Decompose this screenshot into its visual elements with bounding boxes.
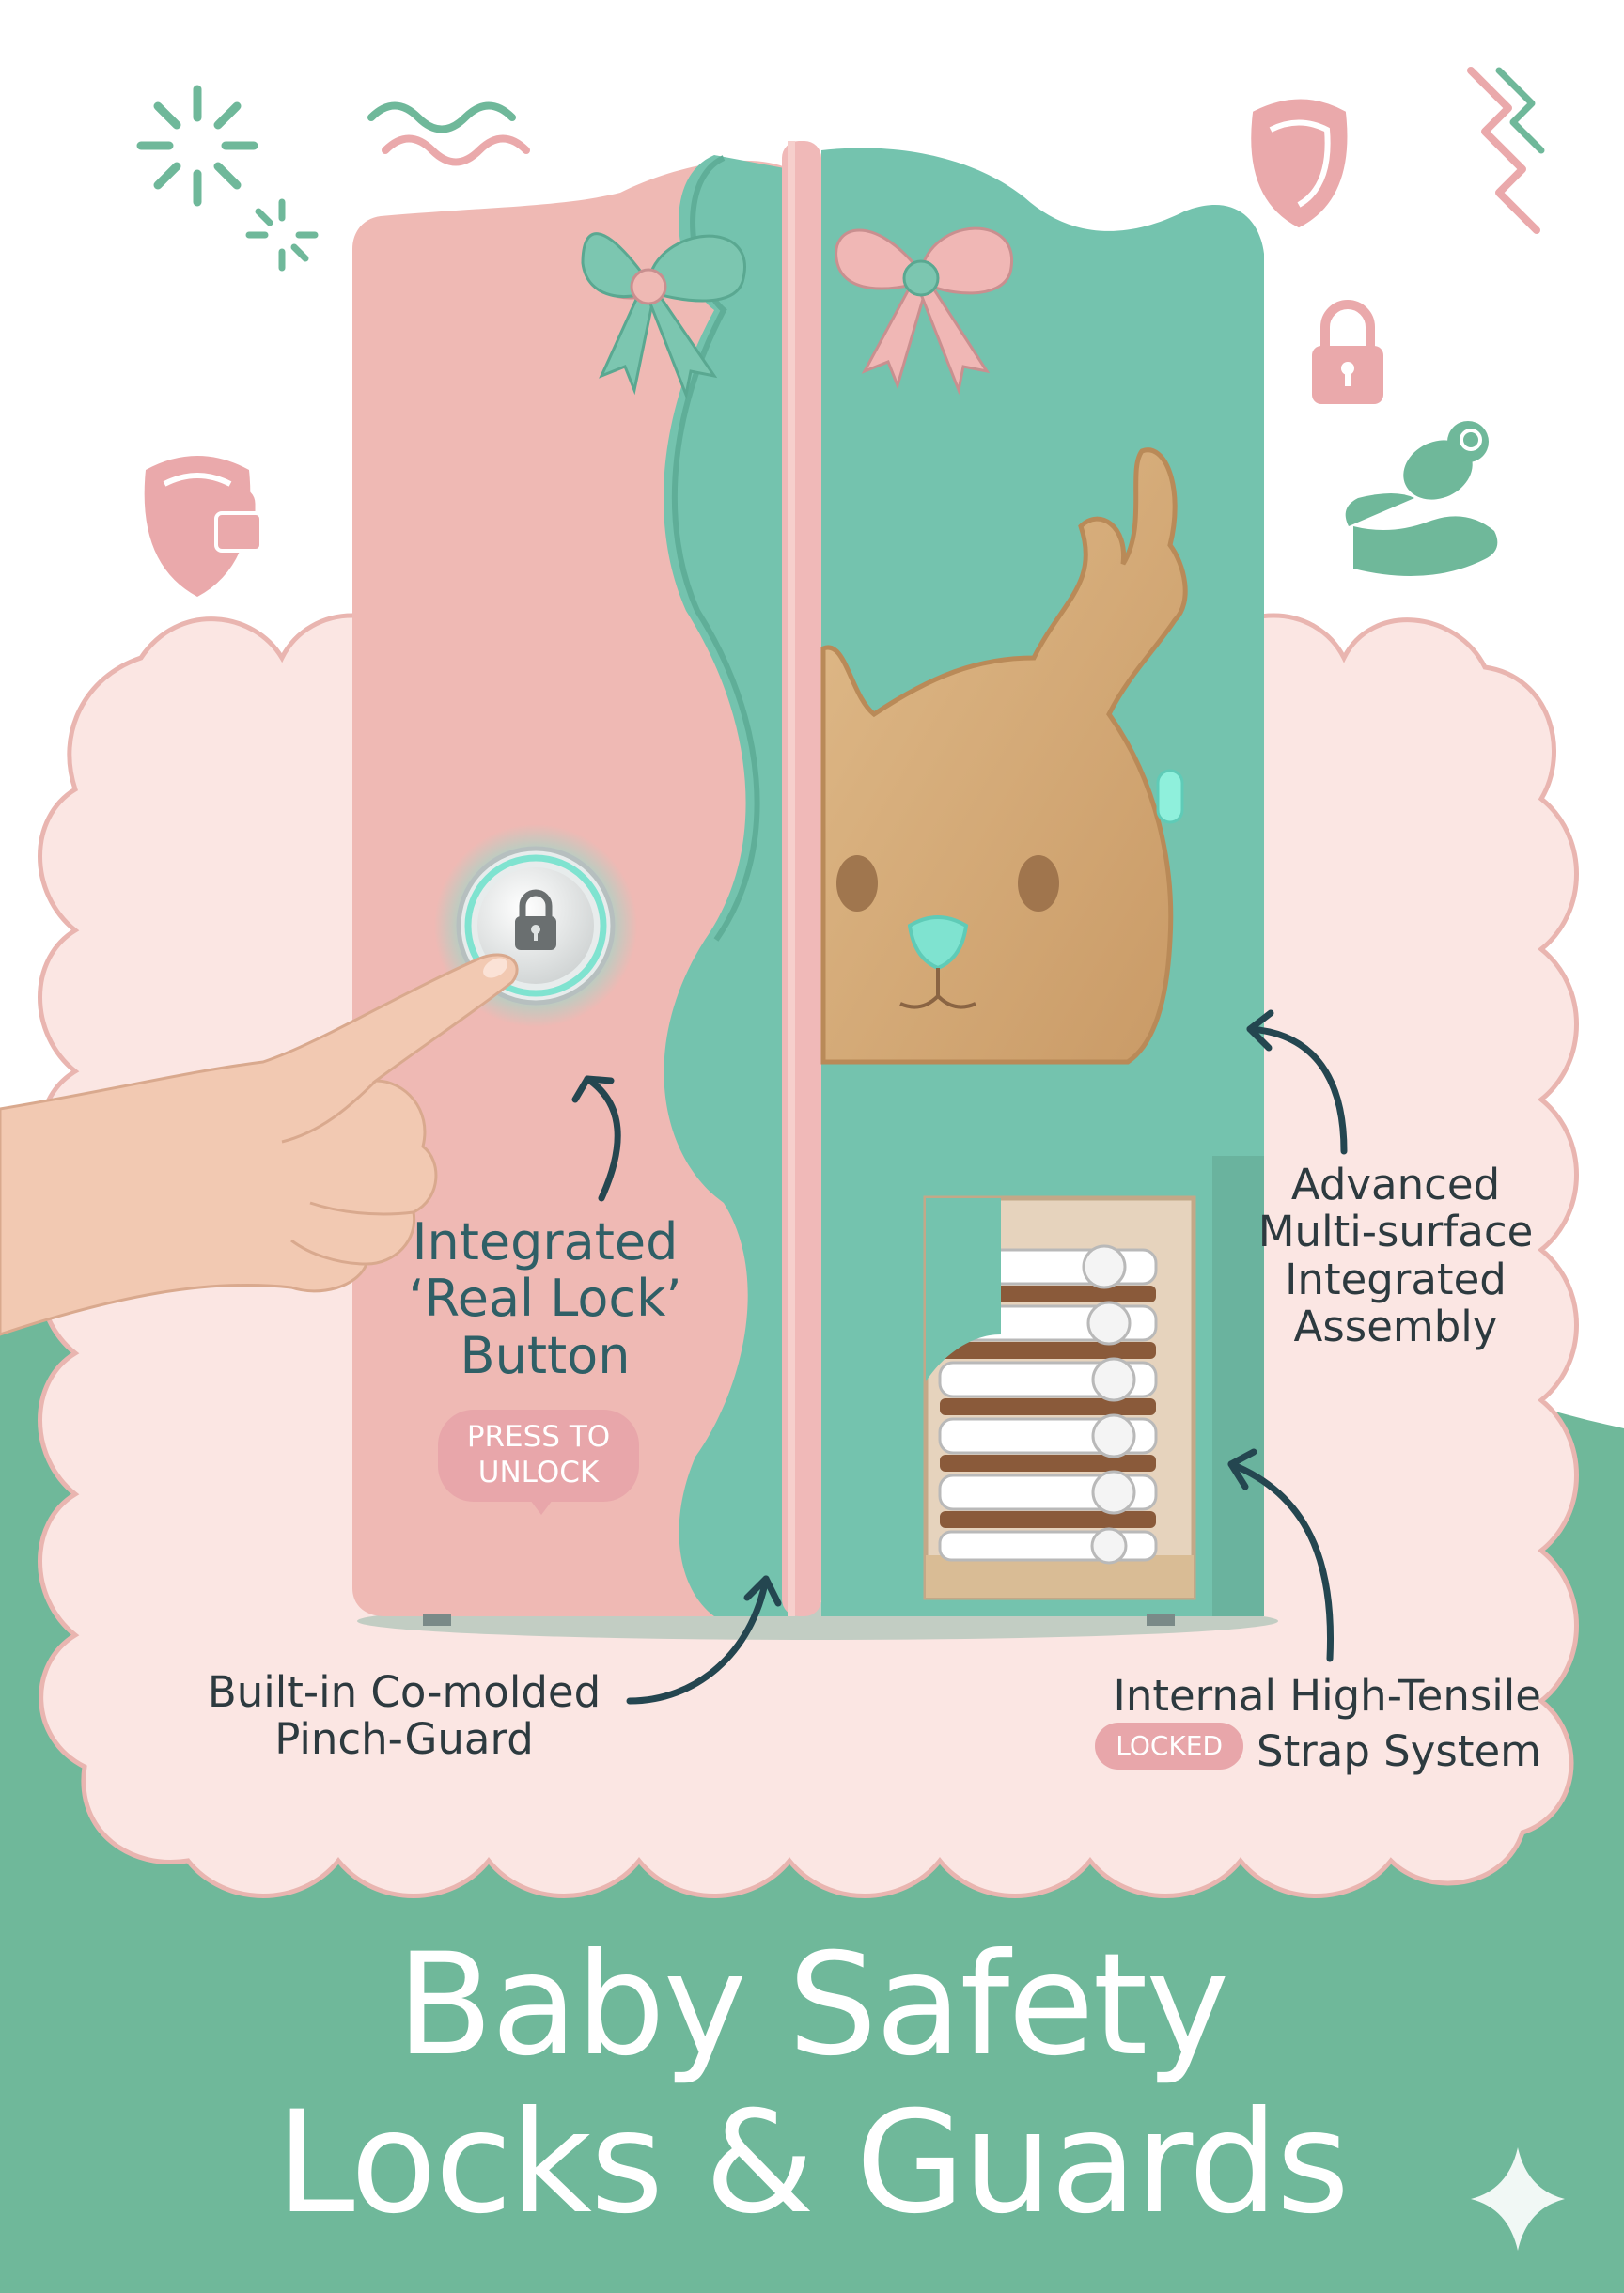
arrow-assembly (1246, 1025, 1348, 1155)
press-to-unlock-badge: PRESS TO UNLOCK (438, 1410, 639, 1515)
cabinet (352, 141, 1278, 1640)
four-point-star-icon (1471, 2147, 1565, 2251)
arrow-pinch-guard (626, 1575, 770, 1705)
left-door-wave-panel (664, 155, 789, 1616)
baby-in-hand-icon (1345, 421, 1498, 576)
padlock-icon (515, 889, 556, 950)
bow-right (835, 226, 1014, 396)
page-title: Baby Safety Locks & Guards (275, 1924, 1350, 2245)
bow-left (581, 232, 746, 400)
squiggle-icon (1495, 67, 1545, 154)
squiggle-icon (367, 101, 516, 133)
assembly-label: Advanced Multi-surface Integrated Assemb… (1257, 1160, 1534, 1352)
lock-button-label: Integrated ‘Real Lock’ Button (408, 1212, 682, 1385)
led-indicator (1156, 769, 1184, 824)
sparkle-burst-icon (136, 85, 258, 207)
squiggle-icon (1467, 67, 1540, 234)
arrow-lock-button (584, 1075, 621, 1202)
reindeer-face (820, 447, 1188, 1065)
pointing-hand (0, 953, 519, 1336)
arrow-strap-system (1227, 1460, 1335, 1662)
sparkle-burst-icon (245, 198, 319, 272)
shield-icon (1251, 99, 1348, 228)
shield-lock-icon (144, 456, 263, 597)
padlock-icon (1312, 300, 1383, 404)
locked-badge: LOCKED (1095, 1723, 1244, 1770)
callout-arrows (571, 1009, 1348, 1705)
pinch-guard-label: Built-in Co-molded Pinch-Guard (207, 1667, 601, 1765)
squiggle-icon (382, 134, 530, 166)
